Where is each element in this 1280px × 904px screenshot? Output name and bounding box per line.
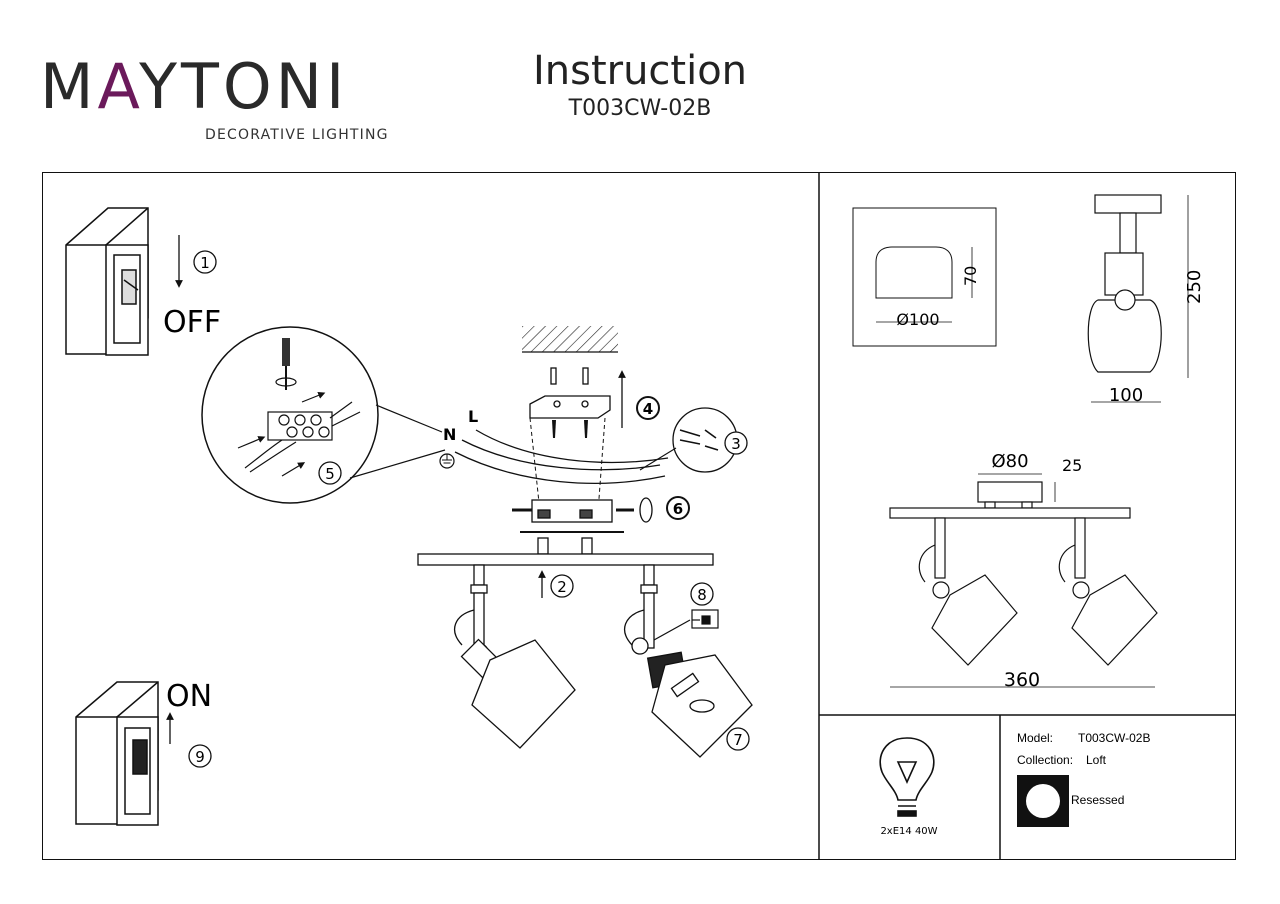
step-9-number: 9 bbox=[195, 748, 205, 766]
rotate-icon bbox=[639, 497, 653, 523]
spot-lamp-right bbox=[623, 564, 753, 758]
switch-off-label: OFF bbox=[163, 305, 221, 340]
step-3-number: 3 bbox=[731, 435, 741, 453]
wire-connector-detail bbox=[639, 407, 738, 473]
switch-off-illustration bbox=[65, 207, 149, 356]
screws bbox=[552, 420, 588, 438]
canopy-shape bbox=[875, 246, 953, 299]
neutral-wire-label: N bbox=[443, 425, 456, 444]
step-2-number: 2 bbox=[557, 578, 567, 596]
step-1-number: 1 bbox=[200, 254, 210, 272]
model-value: T003CW-02B bbox=[1078, 731, 1150, 745]
side-view bbox=[1087, 194, 1162, 373]
supply-wires bbox=[454, 429, 669, 484]
step-4-number: 4 bbox=[643, 400, 653, 418]
ground-symbol-icon bbox=[439, 453, 455, 469]
step-6-number: 6 bbox=[673, 500, 683, 518]
document-title: Instruction bbox=[532, 48, 748, 94]
step-1-marker: 1 bbox=[193, 250, 217, 274]
mounting-hole bbox=[1026, 784, 1060, 818]
switch-on-illustration bbox=[75, 681, 159, 826]
step-7-number: 7 bbox=[733, 731, 743, 749]
ceiling-hatch bbox=[522, 326, 618, 352]
bulb-icon bbox=[879, 737, 935, 817]
step-9-marker: 9 bbox=[188, 744, 212, 768]
bulb-socket-detail bbox=[653, 609, 719, 641]
wall-plugs bbox=[550, 367, 589, 385]
dimension-base-diameter: Ø100 bbox=[896, 310, 939, 329]
switch-on-label: ON bbox=[166, 679, 212, 714]
step-7-marker: 7 bbox=[726, 727, 750, 751]
step-8-marker: 8 bbox=[690, 582, 714, 606]
terminal-block-detail bbox=[201, 326, 446, 504]
front-view bbox=[889, 481, 1158, 666]
dimension-front-diameter: Ø80 bbox=[991, 451, 1028, 472]
model-label: Model: bbox=[1017, 731, 1053, 745]
dimension-front-depth: 25 bbox=[1062, 456, 1082, 475]
canopy-plate bbox=[520, 499, 624, 533]
lamp-spec: 2xE14 40W bbox=[880, 826, 937, 837]
mount-projection bbox=[529, 417, 606, 513]
step-8-number: 8 bbox=[697, 586, 707, 604]
step-3-marker: 3 bbox=[724, 431, 748, 455]
step-2-marker: 2 bbox=[550, 574, 574, 598]
instruction-frame bbox=[42, 172, 1236, 860]
spot-lamp-left bbox=[453, 564, 576, 749]
dimension-side-width: 100 bbox=[1109, 385, 1143, 406]
collection-label: Collection: bbox=[1017, 753, 1073, 767]
collection-value: Loft bbox=[1086, 753, 1107, 767]
step-5-number: 5 bbox=[325, 465, 335, 483]
step-5-marker: 5 bbox=[318, 461, 342, 485]
brand-logo: MAYTONI bbox=[40, 50, 349, 123]
document-model-number: T003CW-02B bbox=[568, 96, 712, 121]
step-6-marker: 6 bbox=[666, 496, 690, 520]
live-wire-label: L bbox=[468, 407, 478, 426]
mounting-type-label: Resessed bbox=[1071, 793, 1124, 807]
mounting-bracket bbox=[529, 395, 611, 419]
fixture-bar bbox=[417, 537, 714, 566]
brand-tagline: DECORATIVE LIGHTING bbox=[205, 127, 389, 143]
dimension-base-height: 70 bbox=[961, 266, 980, 286]
step-4-marker: 4 bbox=[636, 396, 660, 420]
dimension-front-width: 360 bbox=[1004, 669, 1040, 691]
dimension-side-height: 250 bbox=[1184, 270, 1205, 304]
